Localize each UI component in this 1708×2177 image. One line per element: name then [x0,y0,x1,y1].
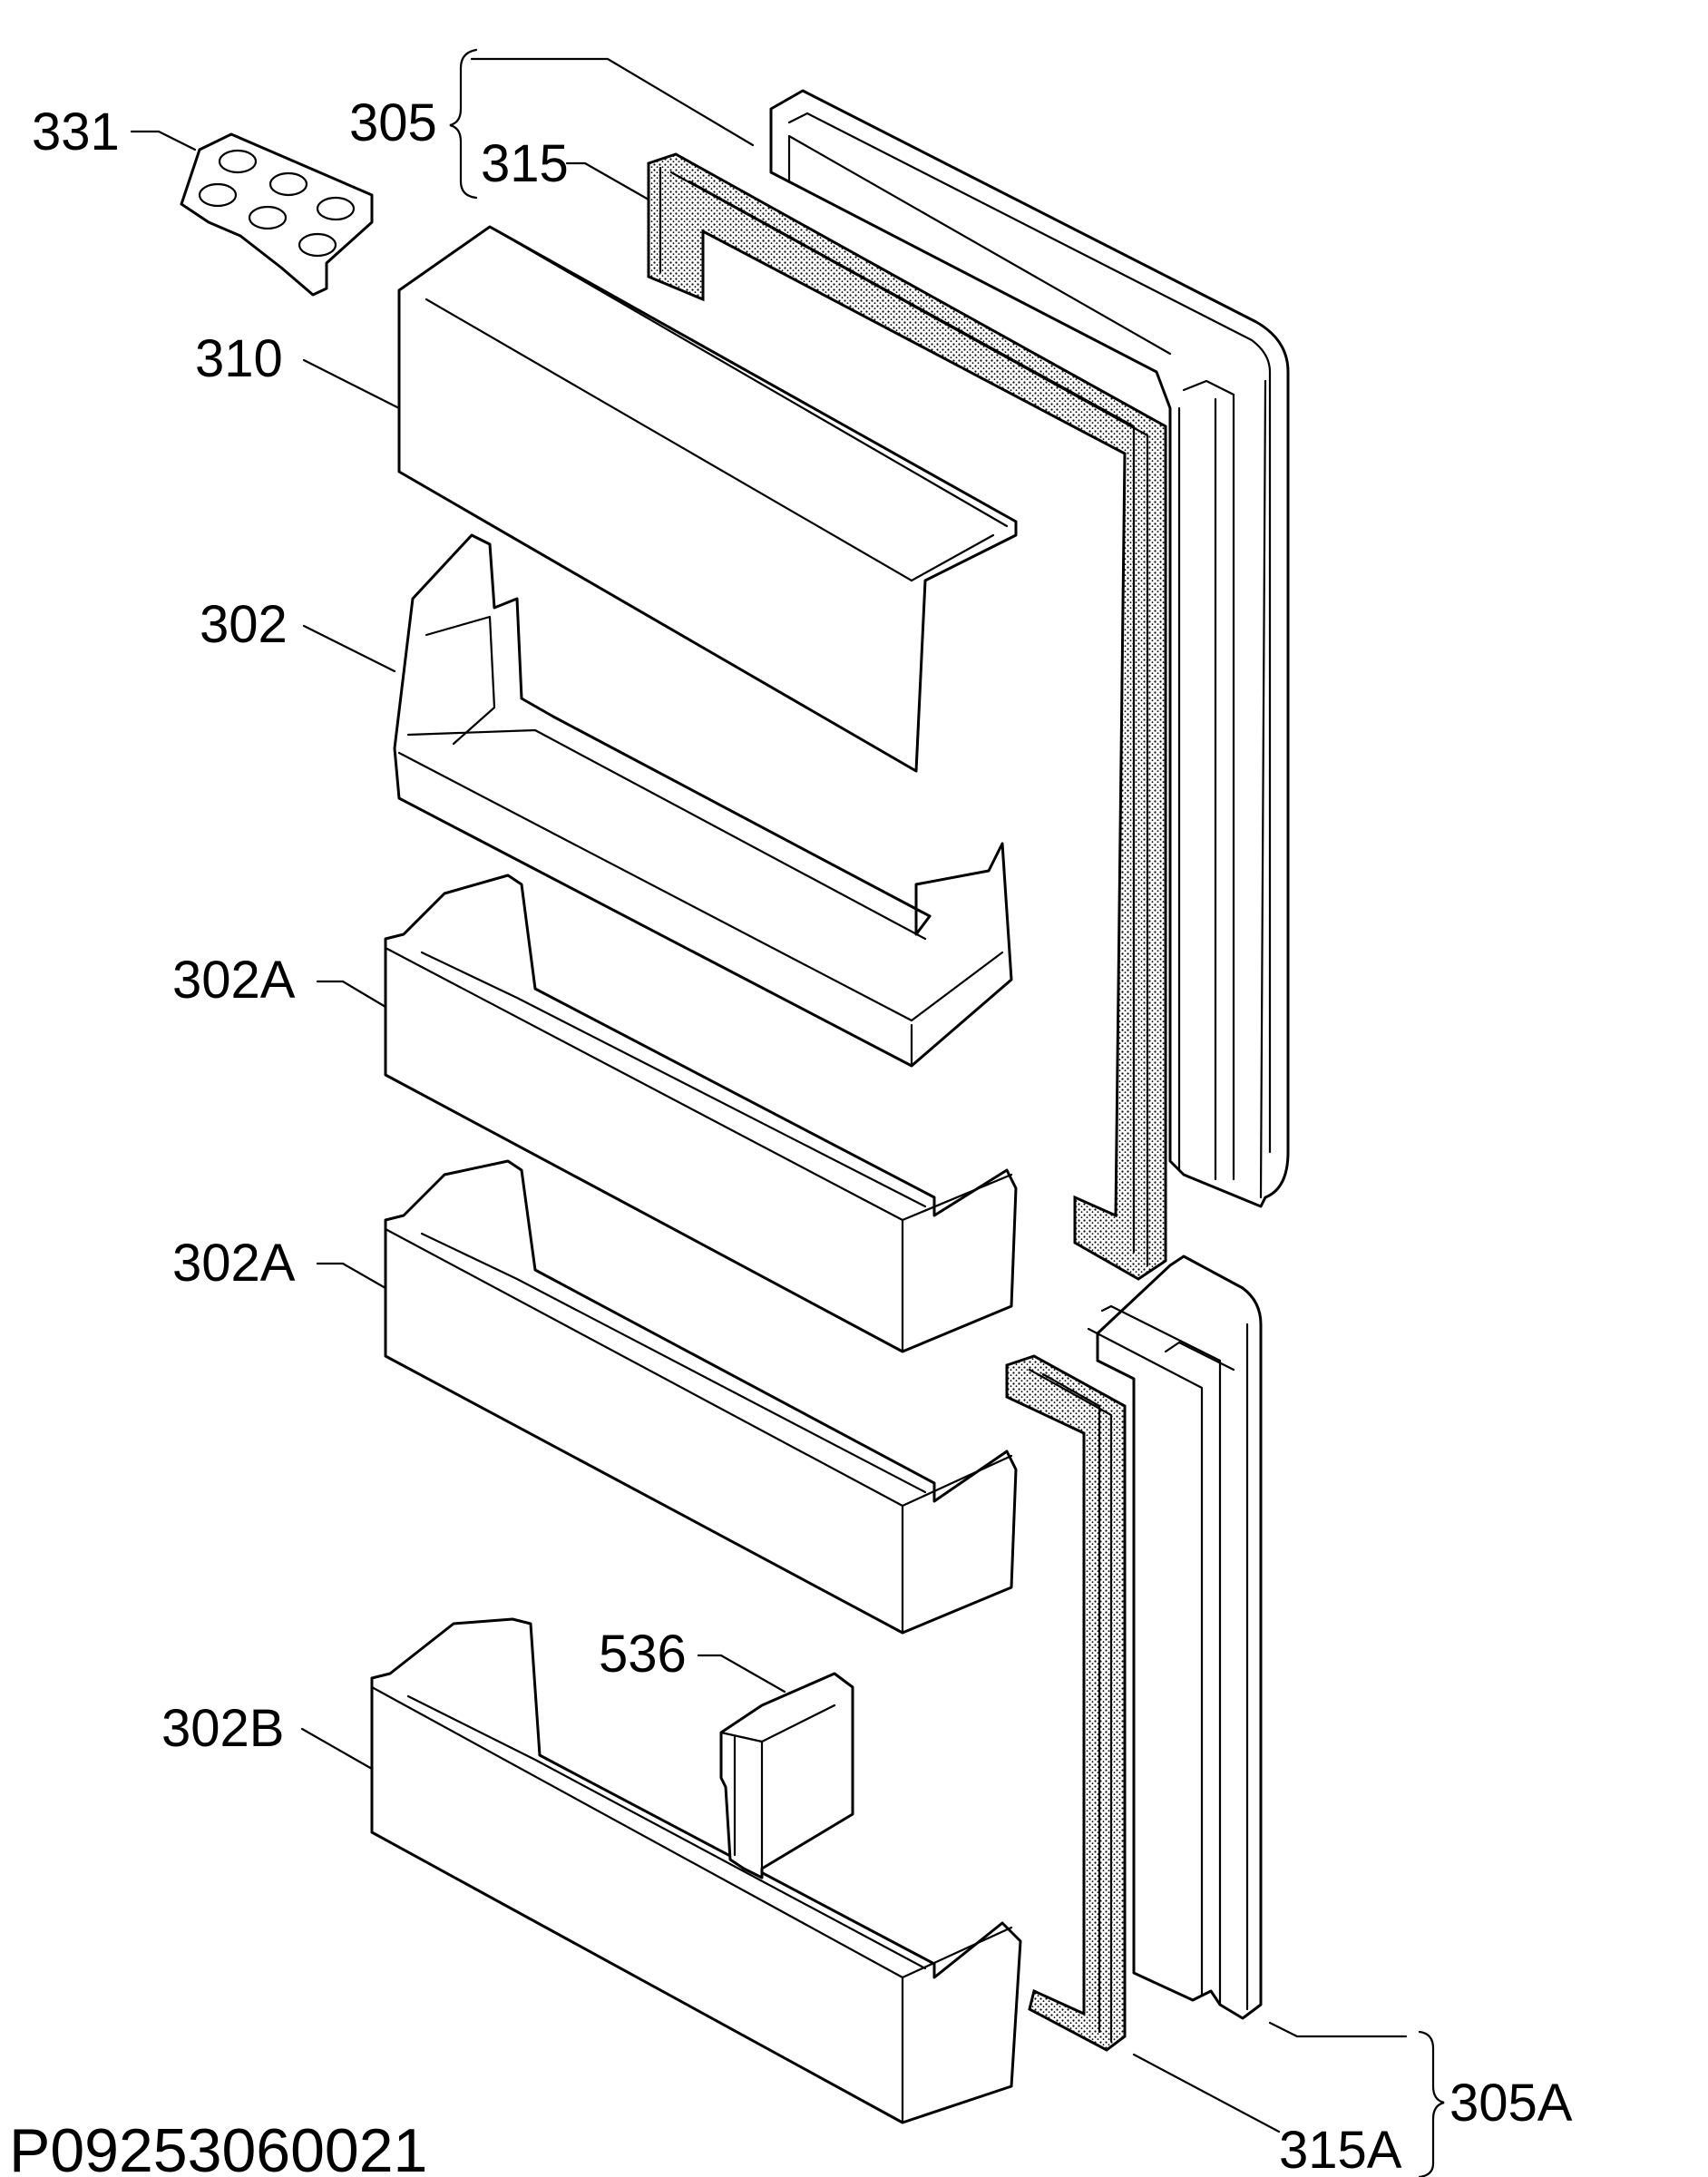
door-shelf-302 [393,533,1013,1068]
label-331: 331 [32,103,120,161]
upper-door-gasket [647,152,1167,1281]
label-302a-upper: 302A [172,951,296,1010]
label-536: 536 [599,1625,687,1684]
label-302b: 302B [161,1699,284,1758]
upper-door-panel [769,89,1290,1208]
label-305: 305 [349,93,437,152]
label-302a-lower: 302A [172,1234,296,1293]
bottle-shelf-302b [370,1617,1022,2124]
dairy-compartment-flap [397,225,1018,773]
door-shelf-302a-upper [384,874,1018,1353]
bottle-divider [719,1672,854,1879]
label-302: 302 [200,595,288,654]
label-310: 310 [195,329,283,388]
label-315: 315 [481,134,569,193]
lower-door-panel [1087,1254,1263,2020]
door-shelf-302a-lower [384,1159,1018,1635]
drawing-code: P09253060021 [9,2116,427,2177]
label-305a: 305A [1449,2074,1573,2133]
egg-tray [180,132,374,297]
grouping-braces [449,48,1445,2177]
label-315a: 315A [1279,2121,1402,2177]
lower-door-gasket [1005,1354,1127,2052]
leader-lines [130,57,1408,2133]
part-labels: 331 305 315 310 302 302A 302A 536 302B 3… [32,93,1573,2177]
